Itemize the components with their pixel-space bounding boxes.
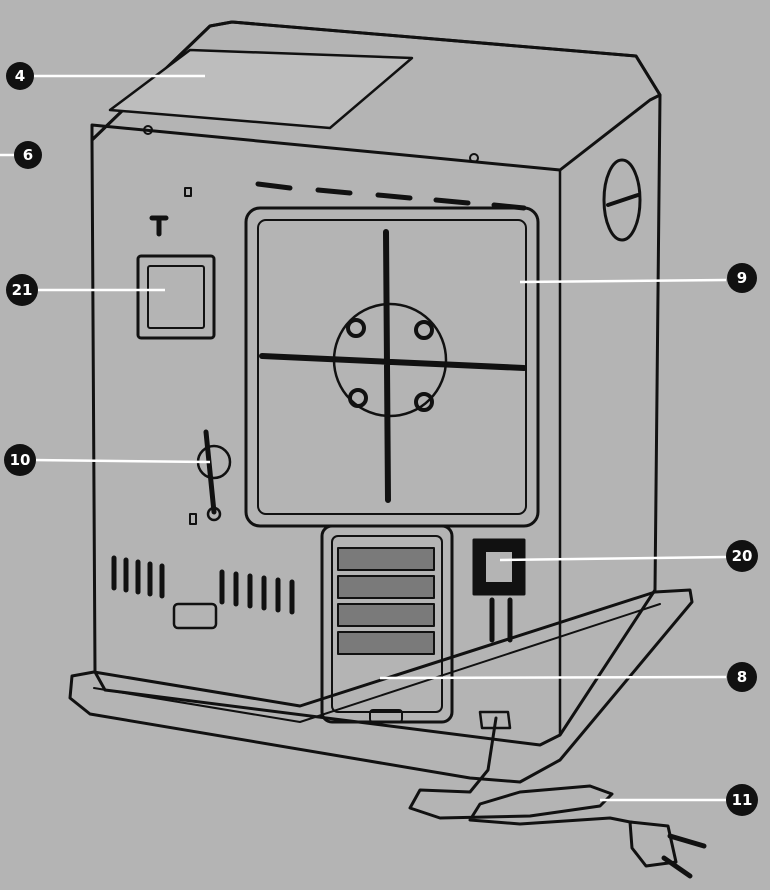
svg-text:8: 8 [737, 668, 747, 686]
svg-text:21: 21 [12, 281, 33, 299]
callout-9: 9 [727, 263, 757, 293]
callout-10: 10 [4, 444, 36, 476]
svg-text:4: 4 [15, 67, 25, 85]
callout-20: 20 [726, 540, 758, 572]
side-knob [602, 158, 642, 242]
svg-text:6: 6 [23, 146, 33, 164]
svg-text:10: 10 [10, 451, 31, 469]
callout-21: 21 [6, 274, 38, 306]
callout-11: 11 [726, 784, 758, 816]
svg-text:9: 9 [737, 269, 747, 287]
callout-4: 4 [6, 62, 34, 90]
power-switch [472, 538, 526, 596]
power-plug [628, 820, 678, 868]
sight-window [136, 254, 216, 340]
svg-text:20: 20 [732, 547, 753, 565]
base-tray [68, 588, 694, 784]
callout-6: 6 [14, 141, 42, 169]
top-lid [108, 48, 414, 130]
svg-text:11: 11 [732, 791, 753, 809]
callout-8: 8 [727, 662, 757, 692]
top-cover [90, 20, 662, 172]
